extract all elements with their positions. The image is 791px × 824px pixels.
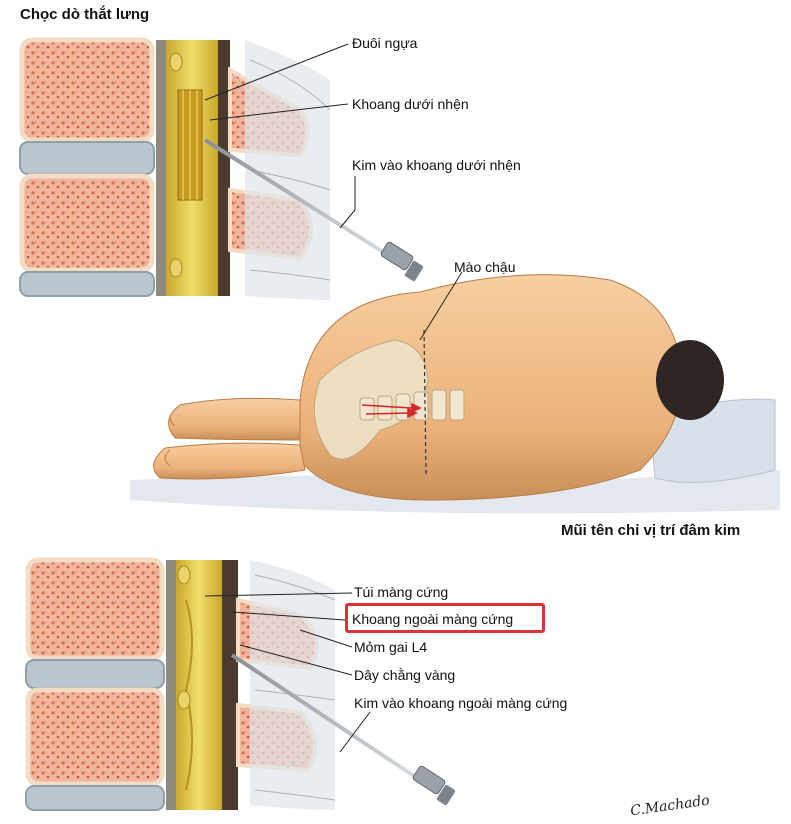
label-iliac-crest: Mào chậu (454, 259, 516, 275)
label-needle-subarachnoid: Kim vào khoang dưới nhện (352, 157, 521, 173)
iliac-crest-line (423, 329, 427, 476)
label-spinous-process-l4: Mỏm gai L4 (354, 639, 428, 655)
bottom-epidural-ligament (222, 560, 238, 810)
label-dural-sac: Túi màng cứng (354, 584, 449, 600)
label-epidural-space: Khoang ngoài màng cứng (352, 611, 514, 627)
bottom-spine-panel (25, 557, 456, 811)
top-leader-lines (204, 43, 356, 229)
bottom-dural-sac (176, 560, 222, 810)
label-ligamentum-flavum: Dây chằng vàng (354, 667, 456, 683)
top-needle (203, 138, 424, 282)
bottom-disc (25, 659, 165, 689)
legs (168, 397, 301, 441)
top-vertebra-2 (19, 173, 155, 273)
needle-arrows (361, 402, 422, 419)
head (656, 340, 724, 420)
bottom-vertebra-1 (25, 557, 165, 661)
bottom-leader-lines (204, 592, 371, 753)
top-vertebra-1 (19, 37, 155, 143)
top-ligamentum (218, 40, 230, 296)
label-cauda-equina: Đuôi ngựa (352, 35, 418, 51)
label-subarachnoid-space: Khoang dưới nhện (352, 96, 469, 112)
patient-figure (130, 274, 780, 514)
label-needle-epidural: Kim vào khoang ngoài màng cứng (354, 695, 568, 711)
page-title: Chọc dò thắt lưng (20, 6, 150, 23)
caption-needle-site: Mũi tên chỉ vị trí đâm kim (561, 522, 741, 539)
top-disc (19, 141, 155, 175)
top-spine-panel (19, 37, 424, 300)
bottom-vertebra-2 (25, 687, 165, 787)
bottom-needle (230, 653, 456, 806)
highlight-box (345, 603, 545, 633)
